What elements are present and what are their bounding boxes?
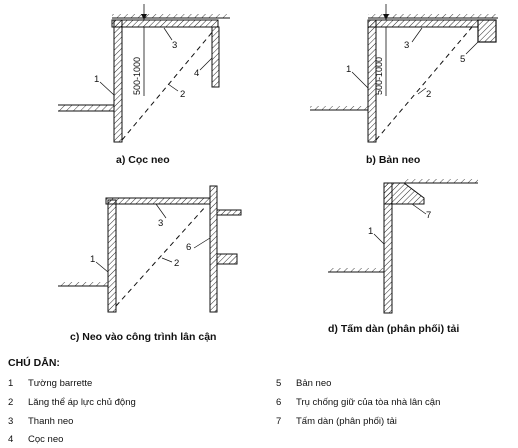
- legend-text: Tấm dàn (phân phối) tải: [296, 416, 397, 427]
- anchor-plate: [477, 19, 497, 43]
- label-3: 3: [172, 40, 177, 51]
- legend-number: 7: [276, 416, 282, 427]
- neighbor-slab-upper: [216, 209, 242, 216]
- legend-item-2: 2 Lăng thể áp lực chủ động: [8, 397, 136, 408]
- dimension-label: 500-1000: [132, 57, 142, 95]
- legend-text: Bản neo: [296, 378, 332, 389]
- diagram-figure: 500-1000 1 2 3 4 a) Cọc neo 500-100: [58, 4, 498, 343]
- label-1: 1: [90, 254, 95, 265]
- active-wedge-line: [115, 205, 207, 307]
- neighbor-slab-lower: [216, 253, 238, 265]
- anchor-rod: [367, 19, 479, 28]
- label-7: 7: [426, 210, 431, 221]
- panel-caption: c) Neo vào công trình lân cận: [70, 331, 216, 343]
- barrette-wall: [383, 182, 393, 314]
- panel-caption: b) Bản neo: [366, 154, 420, 166]
- panel-caption: a) Cọc neo: [116, 154, 170, 166]
- legend-number: 5: [276, 378, 282, 389]
- label-2: 2: [180, 89, 185, 100]
- label-4: 4: [194, 68, 199, 79]
- label-6: 6: [186, 242, 191, 253]
- legend-item-5: 5 Bản neo: [276, 378, 331, 389]
- legend-item-3: 3 Thanh neo: [8, 416, 73, 427]
- barrette-wall: [107, 199, 117, 313]
- legend-text: Lăng thể áp lực chủ động: [28, 397, 136, 408]
- active-wedge-line: [121, 29, 215, 141]
- dimension-line: [138, 4, 150, 96]
- label-1: 1: [346, 64, 351, 75]
- excavation-bottom: [310, 106, 368, 111]
- panel-c-neighbor-anchor: 1 2 3 6 c) Neo vào công trình lân cận: [58, 185, 242, 343]
- neighbor-building-wall: [209, 185, 218, 313]
- legend-item-6: 6 Trụ chống giữ của tòa nhà lân cận: [276, 397, 440, 408]
- legend-text: Trụ chống giữ của tòa nhà lân cận: [296, 397, 441, 408]
- legend-text: Tường barrette: [28, 378, 93, 389]
- active-wedge-line: [375, 26, 473, 141]
- dimension-label: 500-1000: [374, 57, 384, 95]
- panel-d-load-slab: 1 7 d) Tấm dàn (phân phối) tải: [328, 179, 478, 335]
- label-3: 3: [404, 40, 409, 51]
- panel-a-anchor-pile: 500-1000 1 2 3 4 a) Cọc neo: [58, 4, 230, 166]
- excavation-bottom: [58, 104, 114, 112]
- label-3: 3: [158, 218, 163, 229]
- panel-b-anchor-plate: 500-1000 1 2 3 5 b) Bản neo: [310, 4, 498, 166]
- dimension-line: [380, 4, 392, 96]
- anchor-rod: [111, 19, 219, 28]
- label-1: 1: [94, 74, 99, 85]
- legend-number: 1: [8, 378, 14, 389]
- label-5: 5: [460, 54, 465, 65]
- legend-number: 3: [8, 416, 14, 427]
- legend-title: CHÚ DẪN:: [8, 357, 60, 369]
- legend-number: 4: [8, 434, 14, 445]
- ground-surface-top: [112, 14, 230, 19]
- barrette-wall: [367, 19, 377, 143]
- legend-item-1: 1 Tường barrette: [8, 378, 92, 389]
- legend-text: Cọc neo: [28, 434, 64, 445]
- legend-text: Thanh neo: [28, 416, 74, 427]
- excavation-bottom: [58, 282, 108, 287]
- legend-item-7: 7 Tấm dàn (phân phối) tải: [276, 416, 397, 427]
- barrette-wall: [113, 19, 123, 143]
- ground-surface-top: [368, 14, 498, 19]
- label-2: 2: [174, 258, 179, 269]
- legend-number: 2: [8, 397, 14, 408]
- legend-item-4: 4 Cọc neo: [8, 434, 63, 445]
- panel-caption: d) Tấm dàn (phân phối) tải: [328, 323, 459, 335]
- anchor-pile: [211, 26, 220, 88]
- ground-surface-top: [384, 179, 478, 184]
- label-2: 2: [426, 89, 431, 100]
- anchor-rod: [105, 197, 211, 205]
- excavation-bottom: [328, 268, 384, 273]
- legend-number: 6: [276, 397, 282, 408]
- label-1: 1: [368, 226, 373, 237]
